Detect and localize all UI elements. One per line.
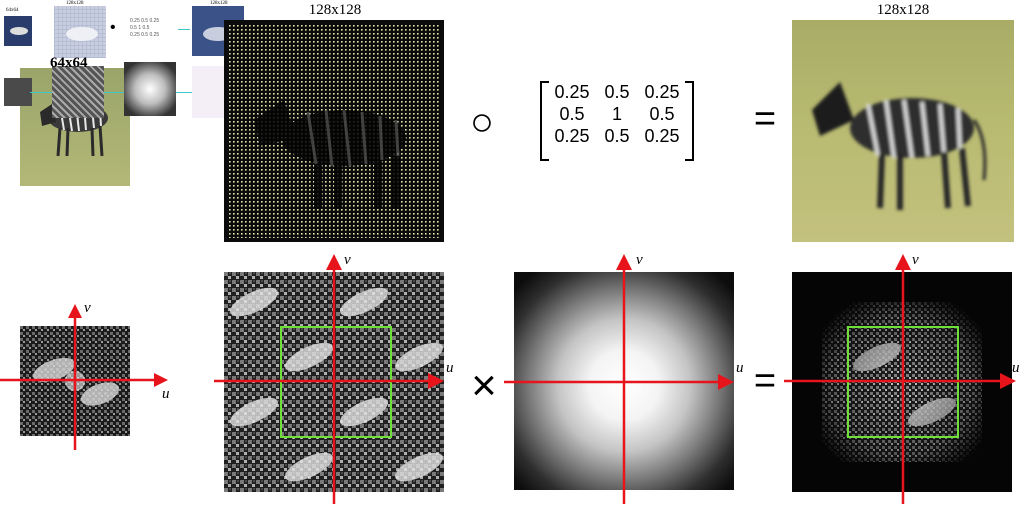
thumb-gaussian [124,62,176,116]
filtered-spectrum-u-label: u [1012,360,1020,376]
sampled-zebra-grid [224,20,444,242]
tiled-spectrum-v-label: v [344,252,351,268]
equals-operator-bottom: = [753,360,777,402]
thumb-small-zebra [4,16,32,46]
thumb-arrow-3 [176,92,192,93]
tiled-spectrum-axes [214,254,444,504]
hadamard-operator: ○ [469,100,495,144]
result-image-label: 128x128 [876,2,930,18]
gaussian-u-label: u [736,360,744,376]
overview-thumbnail: 64x64 128x128 • 0.25 0.5 0.25 0.5 1 0.5 … [0,0,250,118]
matrix-cell: 0.25 [554,82,590,102]
thumb-dot-symbol: • [110,19,116,36]
thumb-sampled-label: 128x128 [66,1,84,6]
equals-operator-top: = [753,98,777,140]
thumb-spectrum-small [4,78,32,106]
small-spectrum-v-label: v [84,300,91,316]
small-image-label: 64x64 [50,55,88,71]
thumb-spectrum-tiled [52,66,104,118]
small-spectrum-axes [0,304,168,450]
matrix-cell: 0.5 [559,104,585,124]
thumb-arrow-1 [178,29,190,30]
filtered-spectrum-axes [784,254,1016,504]
blurred-zebra-photo [792,20,1014,242]
matrix-right-bracket [685,81,694,161]
times-operator: × [471,361,497,410]
gaussian-axes [504,254,734,504]
small-spectrum-u-label: u [162,386,170,402]
matrix-cell: 0.5 [604,126,630,146]
thumb-sampled-zebra [54,6,106,58]
thumb-matrix: 0.25 0.5 0.25 0.5 1 0.5 0.25 0.5 0.25 [130,18,160,38]
matrix-cell: 0.25 [644,126,680,146]
matrix-left-bracket [540,81,549,161]
matrix-cell: 0.25 [644,82,680,102]
matrix-cell: 0.5 [604,82,630,102]
tiled-spectrum-u-label: u [446,360,454,376]
thumb-arrow-2 [104,92,124,93]
matrix-cell: 0.5 [649,104,675,124]
matrix-cell: 0.25 [554,126,590,146]
thumb-small-label: 64x64 [6,8,19,13]
sampled-image-label: 128x128 [308,2,362,18]
thumb-arrow-4 [30,92,52,93]
filtered-spectrum-v-label: v [912,252,919,268]
gaussian-v-label: v [636,252,643,268]
thumb-result-label: 128x128 [210,1,228,6]
kernel-matrix: 0.25 0.5 0.25 0.5 1 0.5 0.25 0.5 0.25 [540,81,694,161]
matrix-cell: 1 [611,104,622,124]
